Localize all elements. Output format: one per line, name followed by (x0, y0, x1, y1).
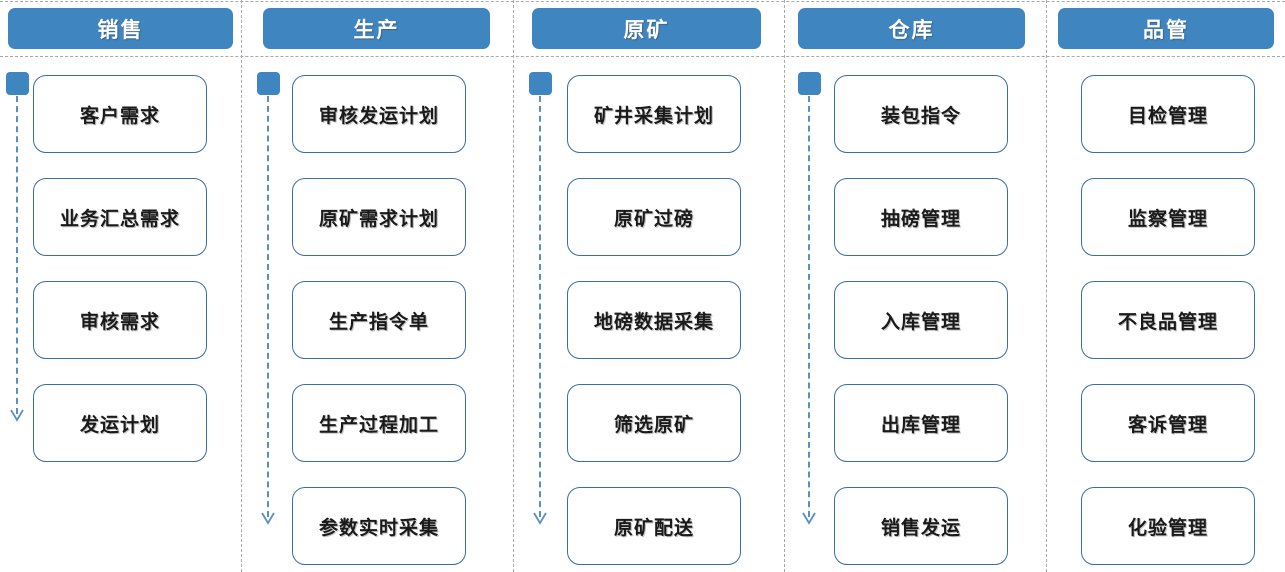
connector-dashed-line (16, 96, 18, 414)
process-node[interactable]: 不良品管理 (1081, 281, 1255, 359)
process-node[interactable]: 监察管理 (1081, 178, 1255, 256)
column-separator-1 (241, 0, 242, 572)
connector-arrowhead-icon (531, 512, 549, 526)
process-node[interactable]: 参数实时采集 (292, 487, 466, 565)
column-header-sales: 销售 (8, 8, 233, 49)
process-node-label: 业务汇总需求 (59, 208, 180, 230)
process-node[interactable]: 原矿配送 (567, 487, 741, 565)
connector-start-marker (257, 72, 280, 95)
process-node[interactable]: 审核需求 (33, 281, 207, 359)
process-node-label: 发运计划 (79, 414, 160, 436)
process-node[interactable]: 生产指令单 (292, 281, 466, 359)
connector-dashed-line (267, 96, 269, 517)
process-node[interactable]: 客诉管理 (1081, 384, 1255, 462)
process-node-label: 审核需求 (79, 311, 160, 333)
process-node[interactable]: 客户需求 (33, 75, 207, 153)
process-node-label: 生产指令单 (328, 311, 429, 333)
process-node-label: 化验管理 (1127, 517, 1208, 539)
column-header-label: 品管 (1143, 18, 1189, 42)
process-node[interactable]: 业务汇总需求 (33, 178, 207, 256)
process-node[interactable]: 发运计划 (33, 384, 207, 462)
process-node-label: 出库管理 (880, 414, 961, 436)
process-node-label: 矿井采集计划 (593, 105, 714, 127)
process-node[interactable]: 销售发运 (834, 487, 1008, 565)
process-node-label: 客户需求 (79, 105, 160, 127)
process-node[interactable]: 原矿过磅 (567, 178, 741, 256)
column-separator-3 (784, 0, 785, 572)
process-node-label: 监察管理 (1127, 208, 1208, 230)
process-node-label: 销售发运 (880, 517, 961, 539)
process-node-label: 原矿需求计划 (318, 208, 439, 230)
process-node[interactable]: 审核发运计划 (292, 75, 466, 153)
process-node-label: 不良品管理 (1117, 311, 1218, 333)
process-node-label: 参数实时采集 (318, 517, 439, 539)
column-header-label: 生产 (353, 18, 400, 42)
column-raw-ore: 原矿 矿井采集计划 原矿过磅 地磅数据采集 筛选原矿 原矿配送 (513, 0, 784, 572)
column-header-quality: 品管 (1058, 8, 1274, 49)
column-header-production: 生产 (263, 8, 490, 49)
column-header-label: 销售 (97, 18, 144, 42)
process-node[interactable]: 出库管理 (834, 384, 1008, 462)
column-production: 生产 审核发运计划 原矿需求计划 生产指令单 生产过程加工 参数实时采集 (241, 0, 513, 572)
connector-dashed-line (539, 96, 541, 517)
process-node-label: 原矿配送 (613, 517, 694, 539)
connector-dashed-line (808, 96, 810, 517)
process-node-label: 筛选原矿 (613, 414, 694, 436)
process-node-label: 原矿过磅 (613, 208, 694, 230)
process-node[interactable]: 生产过程加工 (292, 384, 466, 462)
connector-start-marker (6, 72, 29, 95)
column-warehouse: 仓库 装包指令 抽磅管理 入库管理 出库管理 销售发运 (784, 0, 1046, 572)
column-quality: 品管 目检管理 监察管理 不良品管理 客诉管理 化验管理 (1046, 0, 1285, 572)
process-node[interactable]: 入库管理 (834, 281, 1008, 359)
process-node-label: 生产过程加工 (318, 414, 439, 436)
process-node[interactable]: 矿井采集计划 (567, 75, 741, 153)
connector-arrowhead-icon (800, 512, 818, 526)
connector-arrowhead-icon (8, 409, 26, 423)
process-node-label: 审核发运计划 (318, 105, 439, 127)
column-header-label: 原矿 (623, 18, 670, 42)
process-node-label: 地磅数据采集 (593, 311, 714, 333)
header-band-bottom-rule (0, 56, 1285, 57)
process-node[interactable]: 筛选原矿 (567, 384, 741, 462)
column-separator-4 (1046, 0, 1047, 572)
connector-start-marker (798, 72, 821, 95)
process-node[interactable]: 抽磅管理 (834, 178, 1008, 256)
process-node-label: 客诉管理 (1127, 414, 1208, 436)
process-node[interactable]: 化验管理 (1081, 487, 1255, 565)
column-header-warehouse: 仓库 (798, 8, 1025, 49)
column-separator-2 (513, 0, 514, 572)
column-sales: 销售 客户需求 业务汇总需求 审核需求 发运计划 (0, 0, 241, 572)
process-node[interactable]: 原矿需求计划 (292, 178, 466, 256)
header-band-top-rule (0, 1, 1285, 2)
process-node[interactable]: 地磅数据采集 (567, 281, 741, 359)
process-node[interactable]: 目检管理 (1081, 75, 1255, 153)
connector-start-marker (529, 72, 552, 95)
process-node-label: 抽磅管理 (880, 208, 961, 230)
column-header-raw-ore: 原矿 (532, 8, 761, 49)
process-node-label: 装包指令 (880, 105, 961, 127)
process-node-label: 入库管理 (880, 311, 961, 333)
process-node[interactable]: 装包指令 (834, 75, 1008, 153)
column-header-label: 仓库 (888, 18, 935, 42)
process-node-label: 目检管理 (1127, 105, 1208, 127)
connector-arrowhead-icon (259, 512, 277, 526)
